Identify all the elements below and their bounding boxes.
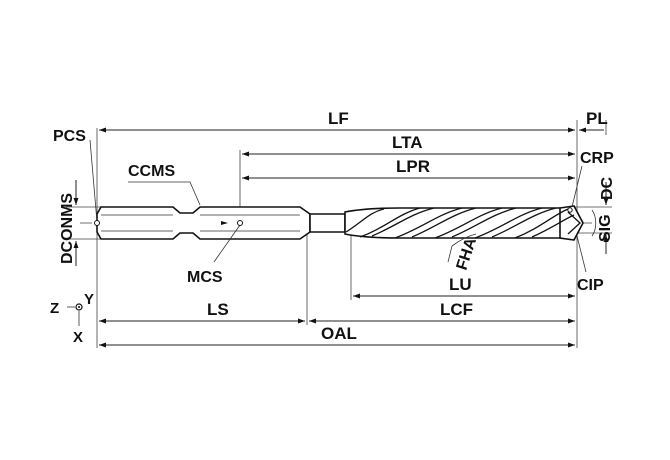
drill-body [96,205,584,241]
label-axis-x: X [73,329,83,346]
drill-shank [96,206,311,240]
crp-point [567,207,573,213]
label-axis-z: Z [50,300,59,317]
drill-tip [559,205,584,241]
fha-angle-arc [451,233,477,247]
ccms-leader [128,181,201,206]
pcs-point [94,220,100,226]
sig-angle-arc [591,209,597,237]
dimension-lines [73,127,609,348]
label-axis-y: Y [84,291,94,308]
extension-lines [66,120,612,348]
label-lta: LTA [392,133,423,152]
label-oal: OAL [321,324,357,343]
label-lu: LU [449,275,472,294]
coordinate-axes [67,303,83,326]
cip-leader [576,235,587,273]
label-lcf: LCF [440,300,473,319]
label-dconms: DCONMS [59,193,76,264]
label-sig: SIG [597,214,614,242]
label-crp: CRP [580,150,614,167]
label-cip: CIP [577,277,604,294]
mcs-point [237,220,243,226]
label-lf: LF [328,109,349,128]
label-fha: FHA [454,235,480,272]
label-mcs: MCS [187,269,223,286]
flute-curves [345,207,575,239]
label-pl: PL [586,109,608,128]
pcs-leader [89,139,98,223]
label-dc: DC [599,176,616,200]
leader-lines [89,139,597,273]
label-ls: LS [207,300,229,319]
label-pcs: PCS [53,128,86,145]
label-ccms: CCMS [128,163,175,180]
crp-leader [571,165,583,208]
label-lpr: LPR [396,157,430,176]
mcs-leader [213,224,241,263]
